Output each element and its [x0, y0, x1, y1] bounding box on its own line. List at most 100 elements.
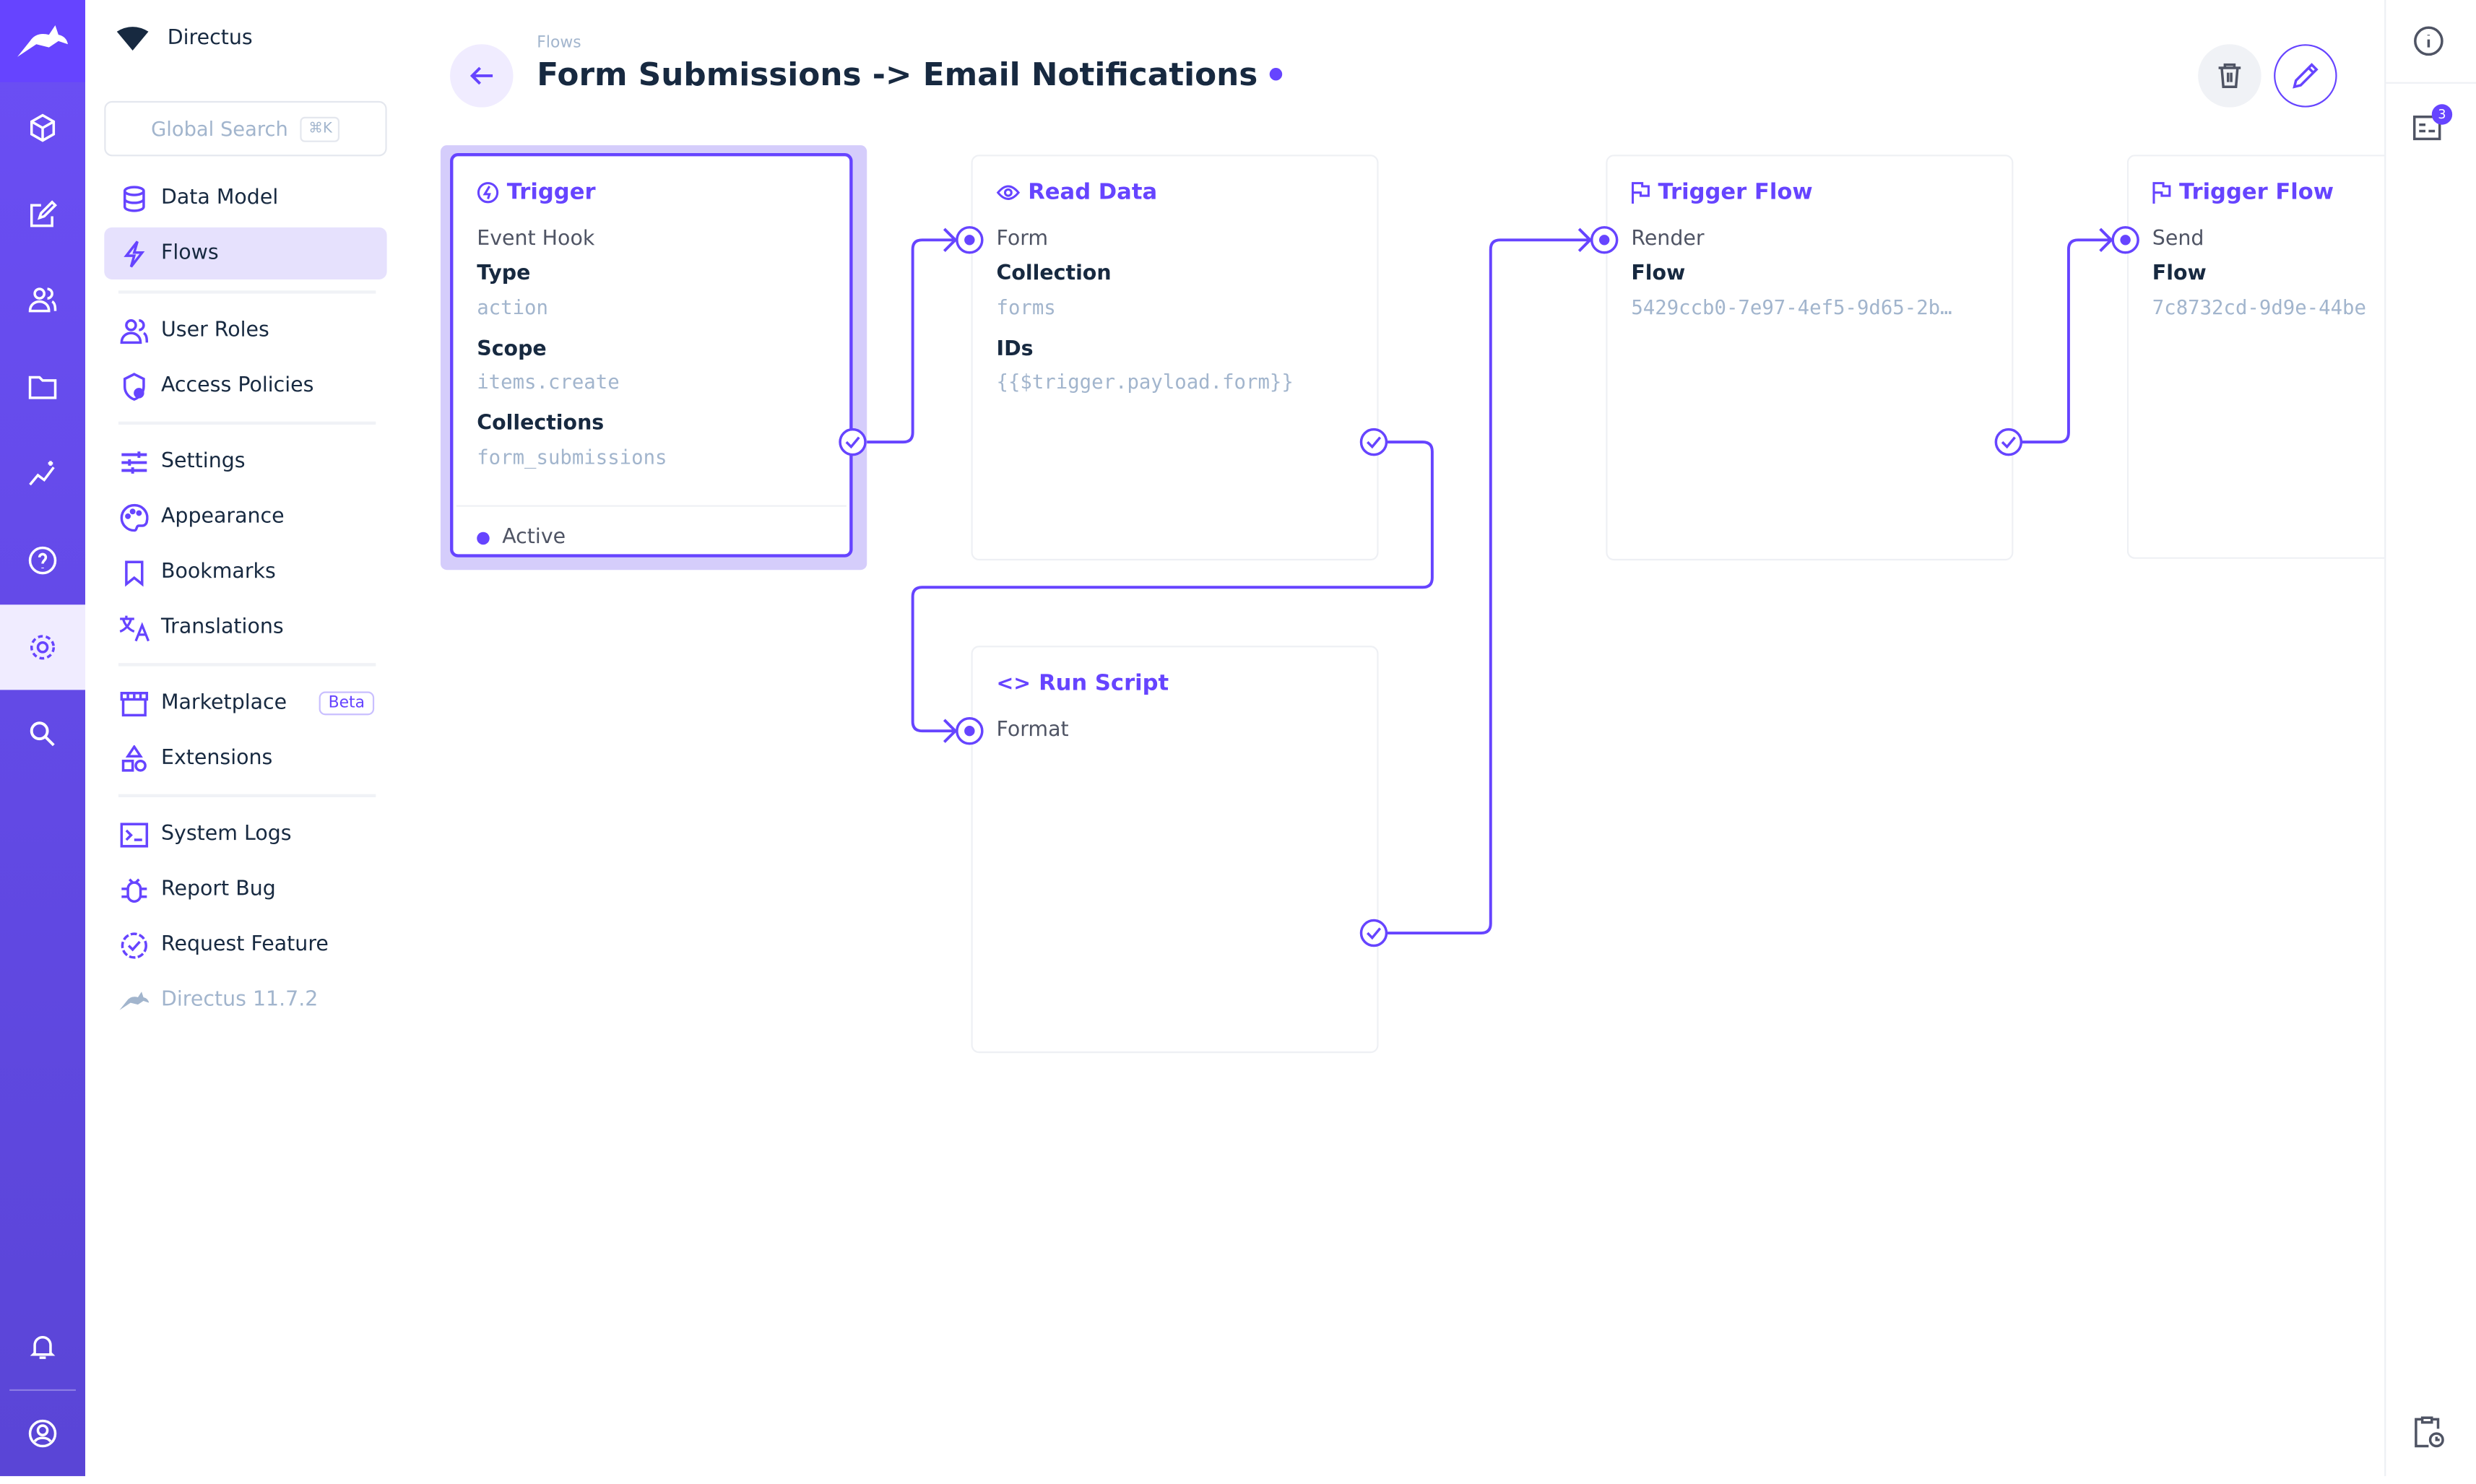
clipboard-clock-icon[interactable]	[2411, 1415, 2446, 1456]
field-label: Scope	[477, 337, 547, 362]
trigger-panel[interactable]: Trigger Event Hook Type action Scope ite…	[450, 153, 853, 557]
run-script-panel[interactable]: <>Run Script Format	[971, 646, 1379, 1054]
search-shortcut: ⌘K	[300, 116, 340, 142]
input-handle-flow1[interactable]	[1590, 226, 1619, 254]
field-label: IDs	[996, 337, 1034, 362]
terminal-icon	[117, 820, 152, 849]
help-icon[interactable]	[0, 518, 85, 603]
flag-icon	[1632, 182, 1650, 204]
user-avatar-icon[interactable]	[0, 1391, 85, 1476]
connection-flow1-flow2	[2021, 227, 2113, 444]
logs-icon[interactable]: 3	[2411, 104, 2453, 152]
read-data-panel[interactable]: Read Data Form Collection forms IDs {{$t…	[971, 155, 1379, 561]
version-label: Directus 11.7.2	[160, 988, 319, 1012]
nav-label: Settings	[160, 450, 246, 474]
trigger-flow-panel-send[interactable]: Trigger Flow Send Flow 7c8732cd-9d9e-44b…	[2126, 155, 2385, 559]
nav-item-marketplace[interactable]: Marketplace Beta	[104, 677, 386, 729]
panel-title: Run Script	[1039, 671, 1169, 697]
nav-item-appearance[interactable]: Appearance	[104, 491, 386, 543]
resolve-handle-flow1[interactable]	[1994, 428, 2023, 456]
nav-label: Translations	[160, 615, 284, 640]
nav-label: Flows	[160, 241, 219, 266]
panel-title: Trigger Flow	[2178, 180, 2334, 206]
nav-item-user-roles[interactable]: User Roles	[104, 305, 386, 357]
input-handle-script[interactable]	[956, 716, 984, 745]
nav-divider	[118, 421, 376, 425]
nav-label: Extensions	[160, 747, 273, 771]
nav-item-request-feature[interactable]: Request Feature	[104, 919, 386, 971]
pencil-icon	[2293, 63, 2319, 89]
nav-label: Request Feature	[160, 933, 329, 957]
nav-item-access-policies[interactable]: Access Policies	[104, 360, 386, 412]
page-title: Form Submissions -> Email Notifications	[537, 55, 1258, 93]
bug-icon	[117, 875, 152, 903]
input-handle-flow2[interactable]	[2111, 226, 2139, 254]
search-placeholder: Global Search	[151, 116, 288, 141]
field-label: Collections	[477, 412, 605, 436]
nav-label: Data Model	[160, 186, 279, 210]
field-label: Type	[477, 261, 531, 286]
nav-item-data-model[interactable]: Data Model	[104, 172, 386, 224]
insights-icon[interactable]	[0, 431, 85, 516]
status-dot	[477, 531, 490, 544]
users-icon	[117, 316, 152, 344]
folder-icon[interactable]	[0, 344, 85, 430]
breadcrumb[interactable]: Flows	[537, 35, 581, 53]
navigation-panel: Directus Global Search ⌘K Data Model Flow…	[85, 0, 419, 1477]
flow-connections	[865, 227, 2113, 935]
edit-flow-button[interactable]	[2274, 44, 2337, 108]
bolt-icon	[117, 239, 152, 267]
panel-title: Trigger	[506, 180, 596, 206]
nav-item-bookmarks[interactable]: Bookmarks	[104, 546, 386, 598]
search-icon[interactable]	[0, 692, 85, 777]
rail-divider	[9, 1389, 76, 1392]
nav-item-system-logs[interactable]: System Logs	[104, 808, 386, 860]
nav-item-settings[interactable]: Settings	[104, 435, 386, 487]
back-button[interactable]	[450, 44, 514, 108]
nav-divider	[118, 663, 376, 667]
users-icon[interactable]	[0, 257, 85, 342]
delete-button[interactable]	[2198, 44, 2261, 108]
shield-icon	[117, 372, 152, 400]
resolve-handle-trigger[interactable]	[839, 428, 867, 456]
notifications-bell-icon[interactable]	[0, 1304, 85, 1389]
resolve-handle-read[interactable]	[1359, 428, 1388, 456]
input-handle-read[interactable]	[956, 226, 984, 254]
nav-item-report-bug[interactable]: Report Bug	[104, 864, 386, 916]
settings-gear-icon[interactable]	[0, 604, 86, 690]
panel-divider	[456, 505, 847, 507]
info-icon[interactable]	[2411, 24, 2446, 65]
nav-divider	[118, 794, 376, 798]
beta-badge: Beta	[319, 691, 375, 716]
project-header[interactable]: Directus	[116, 25, 253, 51]
edit-icon[interactable]	[0, 172, 85, 257]
operation-handles	[839, 226, 2139, 947]
nav-label: Report Bug	[160, 877, 276, 902]
nav-item-flows[interactable]: Flows	[104, 227, 387, 279]
field-label: Flow	[2152, 261, 2207, 286]
global-search-input[interactable]: Global Search ⌘K	[104, 100, 387, 157]
field-label: Flow	[1631, 261, 1686, 286]
project-logo-icon	[116, 27, 149, 51]
version-info[interactable]: Directus 11.7.2	[104, 974, 386, 1026]
nav-label: User Roles	[160, 318, 269, 343]
directus-logo[interactable]	[0, 0, 86, 82]
notification-badge: 3	[2431, 104, 2453, 125]
database-icon	[117, 184, 152, 212]
nav-item-translations[interactable]: Translations	[104, 602, 386, 654]
feature-icon	[117, 931, 152, 959]
content-cube-icon[interactable]	[0, 85, 85, 170]
status-label: Active	[502, 526, 566, 550]
nav-divider	[118, 290, 376, 294]
resolve-handle-script[interactable]	[1359, 919, 1388, 947]
nav-item-extensions[interactable]: Extensions	[104, 732, 386, 784]
nav-label: Marketplace	[160, 691, 287, 716]
store-icon	[117, 689, 152, 717]
connection-script-flow1	[1386, 227, 1593, 935]
directus-rabbit-icon	[117, 989, 152, 1012]
trigger-flow-panel-render[interactable]: Trigger Flow Render Flow 5429ccb0-7e97-4…	[1606, 155, 2014, 561]
nav-label: Access Policies	[160, 374, 314, 398]
project-name: Directus	[167, 26, 253, 50]
nav-label: Appearance	[160, 505, 285, 529]
operation-name: Form	[996, 227, 1049, 251]
